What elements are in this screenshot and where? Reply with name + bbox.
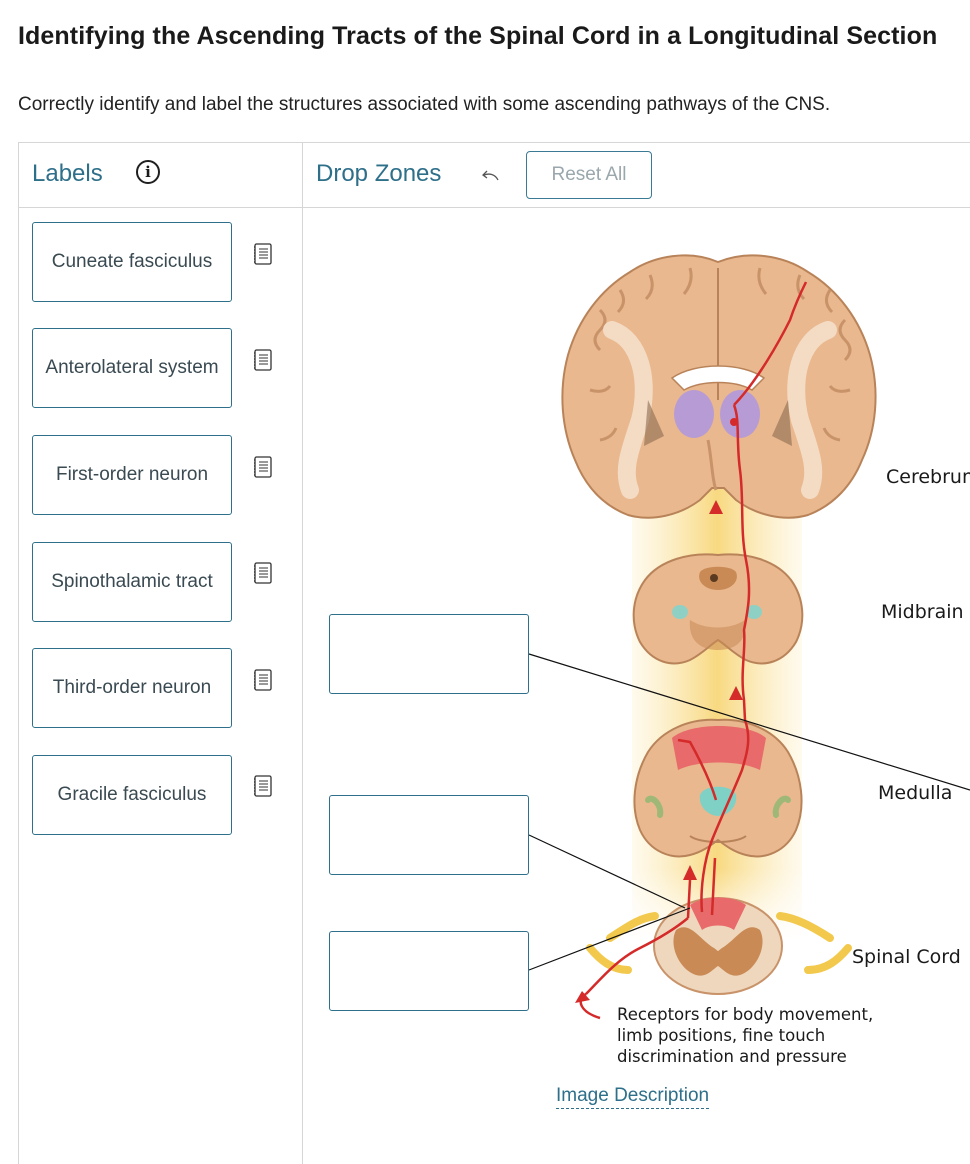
ascending-pathway-line xyxy=(585,281,808,995)
region-label-medulla: Medulla xyxy=(878,782,953,804)
label-card-first-order-neuron[interactable]: First-order neuron xyxy=(32,435,232,515)
label-card-text: Spinothalamic tract xyxy=(51,571,213,592)
label-card-text: Third-order neuron xyxy=(52,677,212,698)
image-description-link[interactable]: Image Description xyxy=(556,1085,710,1109)
label-card-third-order-neuron[interactable]: Third-order neuron xyxy=(32,648,232,728)
undo-arrow-icon[interactable] xyxy=(478,163,502,187)
medulla-section xyxy=(633,718,803,858)
label-card-text: Anterolateral system xyxy=(45,357,219,378)
ascending-pathway-diagram xyxy=(528,254,970,1020)
leader-line-zone-3 xyxy=(528,907,691,971)
notes-icon[interactable] xyxy=(253,349,273,371)
notes-icon[interactable] xyxy=(253,562,273,584)
spinal-cord-section xyxy=(586,897,852,995)
region-label-cerebrum: Cerebrum xyxy=(886,466,970,488)
leader-line-zone-1 xyxy=(528,653,970,791)
labels-heading: Labels xyxy=(32,160,103,187)
activity-panel xyxy=(18,142,970,1164)
receptors-caption-line: discrimination and pressure xyxy=(617,1047,847,1066)
leader-line-zone-2 xyxy=(528,834,686,909)
label-card-cuneate-fasciculus[interactable]: Cuneate fasciculus xyxy=(32,222,232,302)
label-card-spinothalamic-tract[interactable]: Spinothalamic tract xyxy=(32,542,232,622)
receptors-caption-line: Receptors for body movement, xyxy=(617,1005,874,1024)
panel-divider-vertical xyxy=(302,142,303,1164)
label-card-text: First-order neuron xyxy=(55,464,209,485)
drop-zone-3[interactable] xyxy=(329,931,529,1011)
receptors-caption-line: limb positions, fine touch xyxy=(617,1026,826,1045)
reset-all-button[interactable]: Reset All xyxy=(526,151,652,199)
midbrain-section xyxy=(632,553,804,665)
notes-icon[interactable] xyxy=(253,775,273,797)
panel-divider-horizontal xyxy=(18,207,970,208)
drop-zone-2[interactable] xyxy=(329,795,529,875)
region-label-spinal-cord: Spinal Cord xyxy=(852,946,961,968)
notes-icon[interactable] xyxy=(253,243,273,265)
label-card-anterolateral-system[interactable]: Anterolateral system xyxy=(32,328,232,408)
cerebrum-section xyxy=(561,254,877,519)
drop-zones-heading: Drop Zones xyxy=(316,160,442,187)
receptor-curved-arrow xyxy=(579,992,601,1020)
label-card-gracile-fasciculus[interactable]: Gracile fasciculus xyxy=(32,755,232,835)
receptors-caption: Receptors for body movement, limb positi… xyxy=(617,1004,873,1067)
drop-zone-1[interactable] xyxy=(329,614,529,694)
region-label-midbrain: Midbrain xyxy=(881,601,964,623)
notes-icon[interactable] xyxy=(253,456,273,478)
info-circle-icon[interactable]: i xyxy=(136,160,160,184)
label-card-text: Gracile fasciculus xyxy=(57,784,207,805)
page-title: Identifying the Ascending Tracts of the … xyxy=(18,22,938,50)
pathway-arrowheads xyxy=(575,500,743,1003)
label-card-text: Cuneate fasciculus xyxy=(51,251,213,272)
notes-icon[interactable] xyxy=(253,669,273,691)
instructions-text: Correctly identify and label the structu… xyxy=(18,94,831,115)
